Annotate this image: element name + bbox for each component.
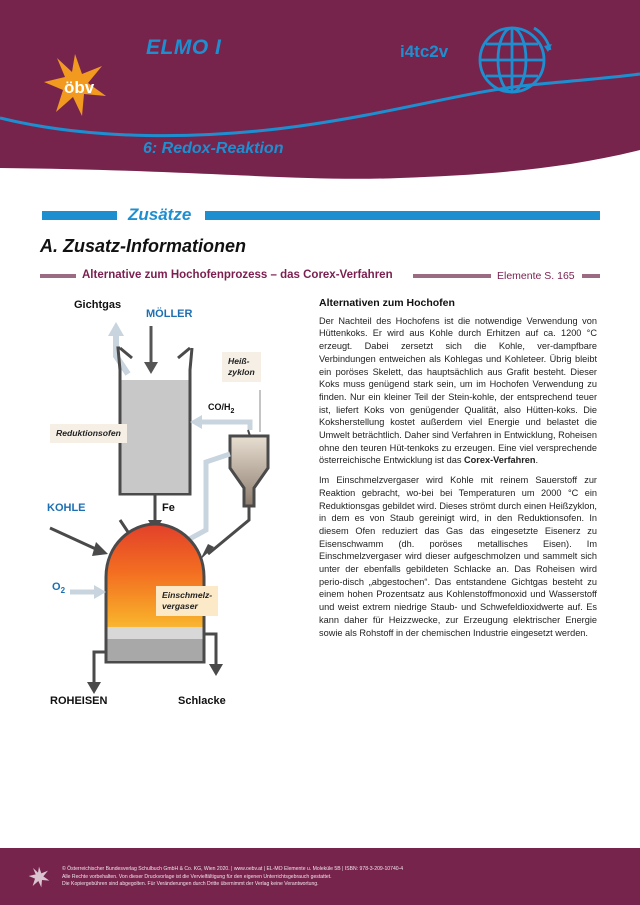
section-bar-right — [205, 211, 600, 220]
schlacke-tap — [204, 632, 218, 668]
section-label: Zusätze — [128, 205, 192, 224]
article-paragraph-1: Der Nachteil des Hochofens ist die notwe… — [319, 315, 597, 466]
article: Alternativen zum Hochofen Der Nachteil d… — [319, 297, 597, 646]
topic-rule-left — [40, 274, 76, 278]
label-kohle: KOHLE — [47, 502, 86, 514]
topic-rule-right — [582, 274, 600, 278]
oebv-logo — [44, 54, 106, 116]
topic-rule-mid — [413, 274, 491, 278]
label-heisszyklon: Heiß-zyklon — [222, 352, 261, 382]
label-fe: Fe — [162, 502, 175, 514]
footer-logo-icon — [28, 866, 50, 888]
footer-line-3: Die Kopiergebühren sind abgegolten. Für … — [62, 881, 319, 888]
gas-line — [182, 451, 231, 545]
page-code: i4tc2v — [400, 42, 449, 61]
logo-text: öbv — [64, 78, 95, 97]
reduktionsofen-fill — [121, 380, 189, 493]
chapter-title: 6: Redox-Reaktion — [143, 140, 284, 157]
series-title: ELMO I — [146, 36, 222, 59]
article-paragraph-2: Im Einschmelzvergaser wird Kohle mit rei… — [319, 475, 597, 638]
heisszyklon — [228, 434, 270, 508]
roheisen-tap — [92, 650, 106, 686]
label-o2: O2 — [52, 581, 66, 596]
label-reduktionsofen: Reduktionsofen — [50, 424, 127, 443]
article-title: Alternativen zum Hochofen — [319, 297, 455, 309]
label-co-h2: CO/H2 — [208, 402, 235, 415]
topic-title: Alternative zum Hochofenprozess – das Co… — [82, 269, 393, 281]
label-moeller: MÖLLER — [146, 308, 193, 320]
gichtgas-arrow — [113, 334, 131, 376]
footer-bar — [0, 848, 640, 905]
label-roheisen: ROHEISEN — [50, 695, 108, 707]
reduktionsgas-arrow — [200, 419, 253, 430]
reduktionsofen-shaft — [116, 346, 194, 496]
book-reference: Elemente S. 165 — [497, 270, 575, 282]
dust-return — [207, 506, 251, 556]
footer-line-2: Alle Rechte vorbehalten. Von dieser Druc… — [62, 873, 332, 880]
label-einschmelzvergaser: Einschmelz-vergaser — [156, 586, 219, 616]
globe-icon — [478, 26, 552, 94]
page-heading: A. Zusatz-Informationen — [40, 236, 246, 256]
corex-diagram — [49, 322, 270, 694]
section-bar-left — [42, 211, 117, 220]
footer-text: © Österreichischer Bundesverlag Schulbuc… — [62, 866, 612, 889]
label-schlacke: Schlacke — [178, 695, 226, 707]
footer-line-1: © Österreichischer Bundesverlag Schulbuc… — [62, 866, 404, 872]
header-banner — [0, 0, 640, 179]
label-gichtgas: Gichtgas — [74, 299, 122, 311]
